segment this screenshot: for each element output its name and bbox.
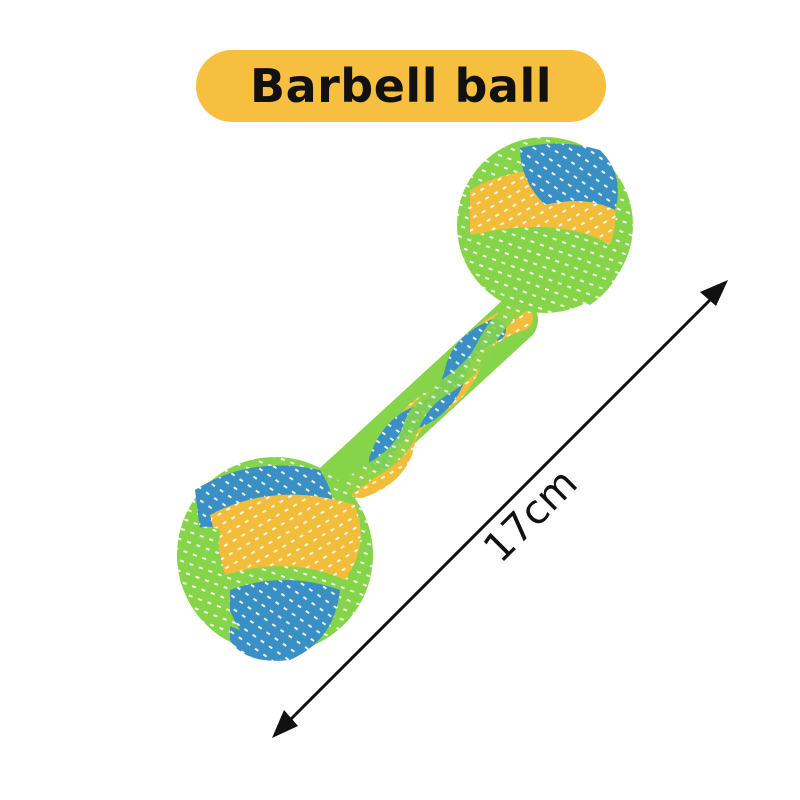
rope-handle [307, 292, 538, 513]
dimension-line [286, 295, 715, 724]
dimension-label: 17cm [475, 460, 587, 572]
title-banner: Barbell ball [196, 50, 606, 122]
arrowhead-bottom-icon [272, 710, 298, 738]
top-knot-ball [457, 137, 633, 313]
product-title: Barbell ball [250, 59, 552, 113]
arrowhead-top-icon [700, 280, 728, 306]
bottom-knot-ball [177, 457, 373, 661]
